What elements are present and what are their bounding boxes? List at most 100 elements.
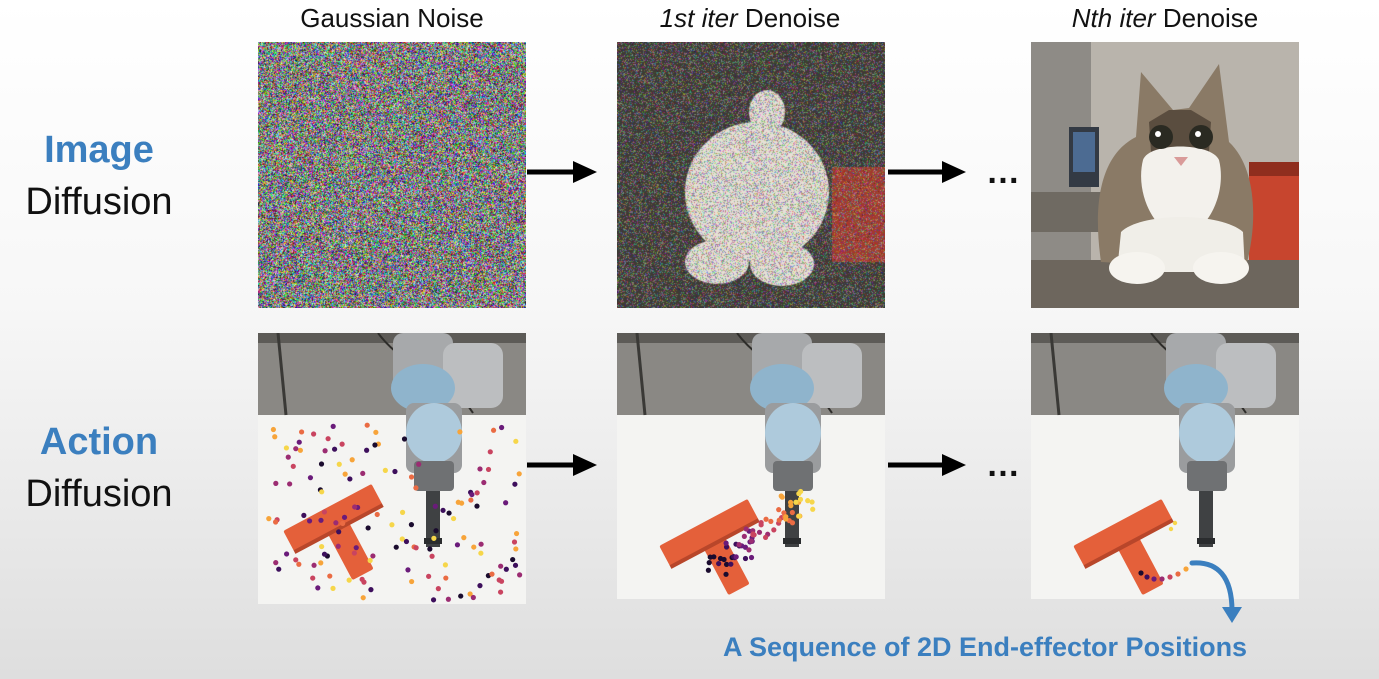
row-label-action-diffusion: Action Diffusion (0, 416, 198, 520)
action-point (499, 424, 505, 431)
action-point (1175, 571, 1181, 577)
action-point (273, 560, 279, 566)
action-point (353, 545, 359, 551)
action-point (512, 562, 519, 568)
action-point (306, 518, 313, 524)
partially-denoised-canvas (617, 42, 885, 308)
action-point (723, 571, 729, 577)
row-label-accent: Action (39, 421, 159, 463)
action-point (489, 571, 495, 577)
action-point (310, 575, 316, 581)
action-point (321, 551, 328, 557)
action-point (429, 553, 435, 559)
action-point (336, 529, 342, 535)
action-point (307, 475, 314, 481)
robot-joint (1216, 343, 1276, 408)
action-point (270, 426, 277, 433)
action-point (433, 528, 439, 534)
action-point (490, 427, 497, 433)
robot-joint-cap (391, 364, 455, 412)
cable (276, 333, 288, 416)
action-point (360, 595, 366, 601)
robot-joint-cap (750, 364, 814, 412)
action-point (346, 577, 352, 583)
ellipsis: … (986, 446, 1021, 484)
row-label-accent: Image (44, 129, 154, 171)
curved-arrow-icon (1189, 560, 1242, 623)
action-point (454, 542, 461, 548)
action-point (284, 551, 290, 557)
action-point (485, 466, 492, 473)
action-point (382, 467, 388, 473)
action-point (442, 562, 448, 568)
action-point (1167, 574, 1173, 580)
action-point (370, 553, 376, 559)
action-point (335, 543, 341, 549)
column-title-text: Denoise (1155, 3, 1259, 33)
action-point (1144, 574, 1150, 580)
action-point (721, 556, 727, 563)
action-point (457, 429, 463, 435)
action-point (763, 516, 769, 522)
robot-wrist-cap (406, 403, 462, 463)
arrow-icon (527, 161, 597, 183)
robot-scene-first-iter (617, 333, 885, 599)
action-point (336, 461, 342, 467)
robot-tool-flange (773, 461, 813, 491)
cable (635, 333, 647, 416)
action-point (409, 578, 415, 585)
action-point (458, 593, 464, 599)
action-point (372, 442, 378, 448)
action-point (321, 509, 328, 515)
action-point (771, 527, 777, 533)
action-point (477, 583, 483, 589)
action-point (325, 436, 331, 442)
action-point (707, 554, 713, 560)
action-point (746, 547, 752, 553)
ceiling-edge (258, 333, 526, 343)
action-point (293, 446, 299, 452)
action-point (296, 439, 302, 445)
t-block-shadow (669, 518, 760, 569)
column-title-1st-iter: 1st iter Denoise (600, 0, 900, 36)
action-point (351, 550, 357, 556)
action-point (756, 529, 763, 535)
action-point (293, 557, 299, 563)
action-point (432, 503, 438, 509)
action-point (728, 561, 734, 567)
action-point (706, 560, 712, 566)
column-title-text: Gaussian Noise (300, 3, 484, 33)
action-point (352, 504, 358, 510)
action-point (405, 567, 411, 573)
action-point (461, 535, 467, 541)
action-point (331, 446, 338, 452)
action-point (503, 566, 509, 572)
action-point (330, 585, 336, 591)
action-point (272, 434, 278, 440)
action-point (440, 507, 446, 513)
action-point (513, 530, 520, 537)
action-point (471, 544, 477, 550)
robot-tool-flange (1187, 461, 1227, 491)
action-point (340, 520, 346, 526)
action-point (776, 507, 782, 513)
action-point (810, 506, 816, 512)
action-point (342, 471, 348, 477)
gaussian-noise-image (258, 42, 526, 308)
action-point (399, 536, 405, 542)
t-block-bar (1073, 499, 1173, 567)
cable (1049, 333, 1061, 416)
action-point (1183, 566, 1189, 572)
robot-wrist-cap (765, 403, 821, 463)
arrow-icon (888, 161, 966, 183)
action-point (413, 485, 419, 491)
action-point (333, 520, 339, 526)
action-point (809, 499, 815, 505)
action-point (789, 520, 796, 526)
action-point (474, 503, 480, 509)
action-point (361, 579, 367, 585)
action-point (781, 510, 787, 516)
action-point (318, 517, 324, 523)
action-point (510, 556, 516, 563)
t-block-bar (659, 499, 759, 567)
